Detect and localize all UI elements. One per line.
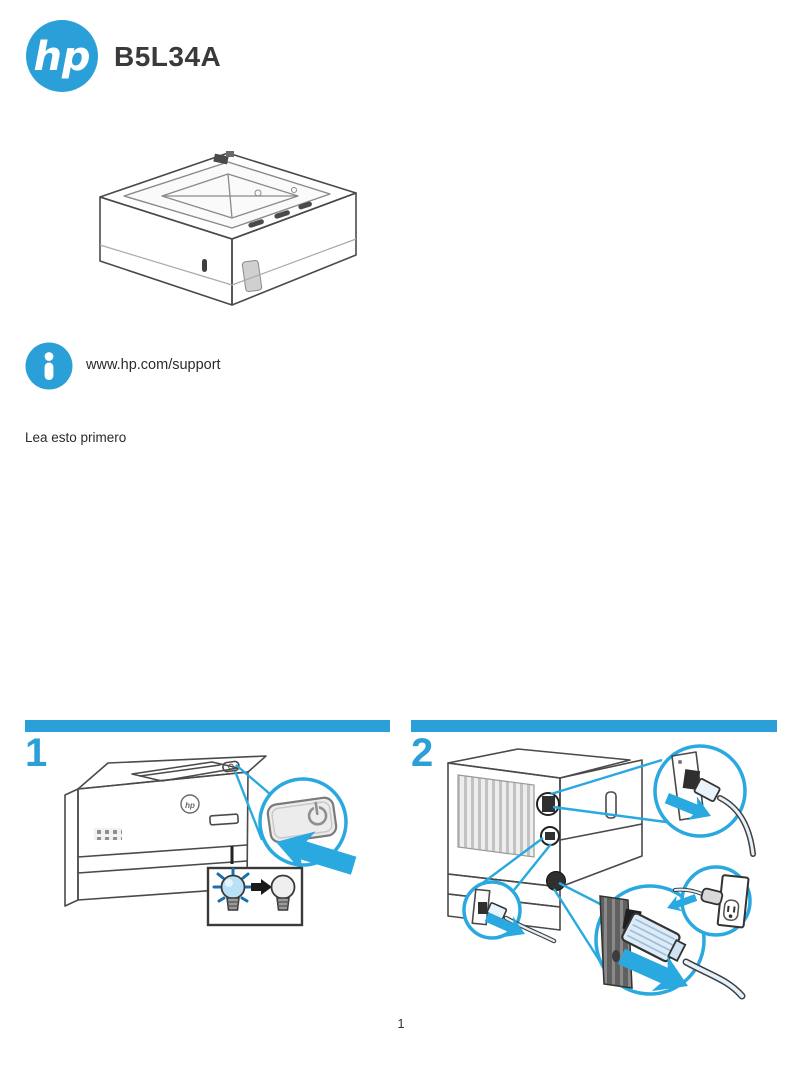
bulb-on-icon xyxy=(212,867,254,911)
info-icon xyxy=(25,342,73,390)
read-first-note: Lea esto primero xyxy=(25,430,127,445)
ethernet-callout xyxy=(653,744,756,857)
power-cord-plug xyxy=(621,912,687,963)
page-number: 1 xyxy=(397,1016,405,1031)
power-icon xyxy=(307,801,328,826)
product-code: B5L34A xyxy=(114,41,222,72)
usb-callout xyxy=(462,880,557,945)
printer-power-button xyxy=(222,760,240,773)
step-1-number: 1 xyxy=(25,731,48,775)
tray-accessory-illustration xyxy=(99,151,357,306)
power-button-callout xyxy=(258,777,361,887)
hp-logo-text: hp xyxy=(33,34,90,80)
rear-vent-grid xyxy=(457,774,535,858)
printer-front-illustration: hp xyxy=(64,755,361,927)
step-2-bar xyxy=(411,720,777,732)
printer-back-illustration xyxy=(447,744,756,1004)
side-vent xyxy=(605,791,617,819)
outlet-callout xyxy=(664,865,752,937)
bulb-off-icon xyxy=(270,874,296,911)
support-url: www.hp.com/support xyxy=(86,357,221,373)
wall-plug xyxy=(700,887,724,906)
power-port xyxy=(546,871,566,891)
step-1-bar xyxy=(25,720,390,732)
printer-vent xyxy=(94,828,122,840)
light-off-inset xyxy=(206,866,304,927)
usb-port xyxy=(540,826,560,846)
svg-text:hp: hp xyxy=(185,801,195,810)
ethernet-port xyxy=(536,792,560,816)
wall-outlet xyxy=(716,874,750,929)
printer-display xyxy=(209,813,239,826)
hp-logo-icon: hp xyxy=(26,20,98,92)
tray-rollers xyxy=(248,201,312,228)
power-cord-callout xyxy=(594,884,746,1004)
printer-hp-badge: hp xyxy=(180,794,200,814)
step-2-number: 2 xyxy=(411,731,434,775)
arrow-right-icon xyxy=(251,879,272,895)
